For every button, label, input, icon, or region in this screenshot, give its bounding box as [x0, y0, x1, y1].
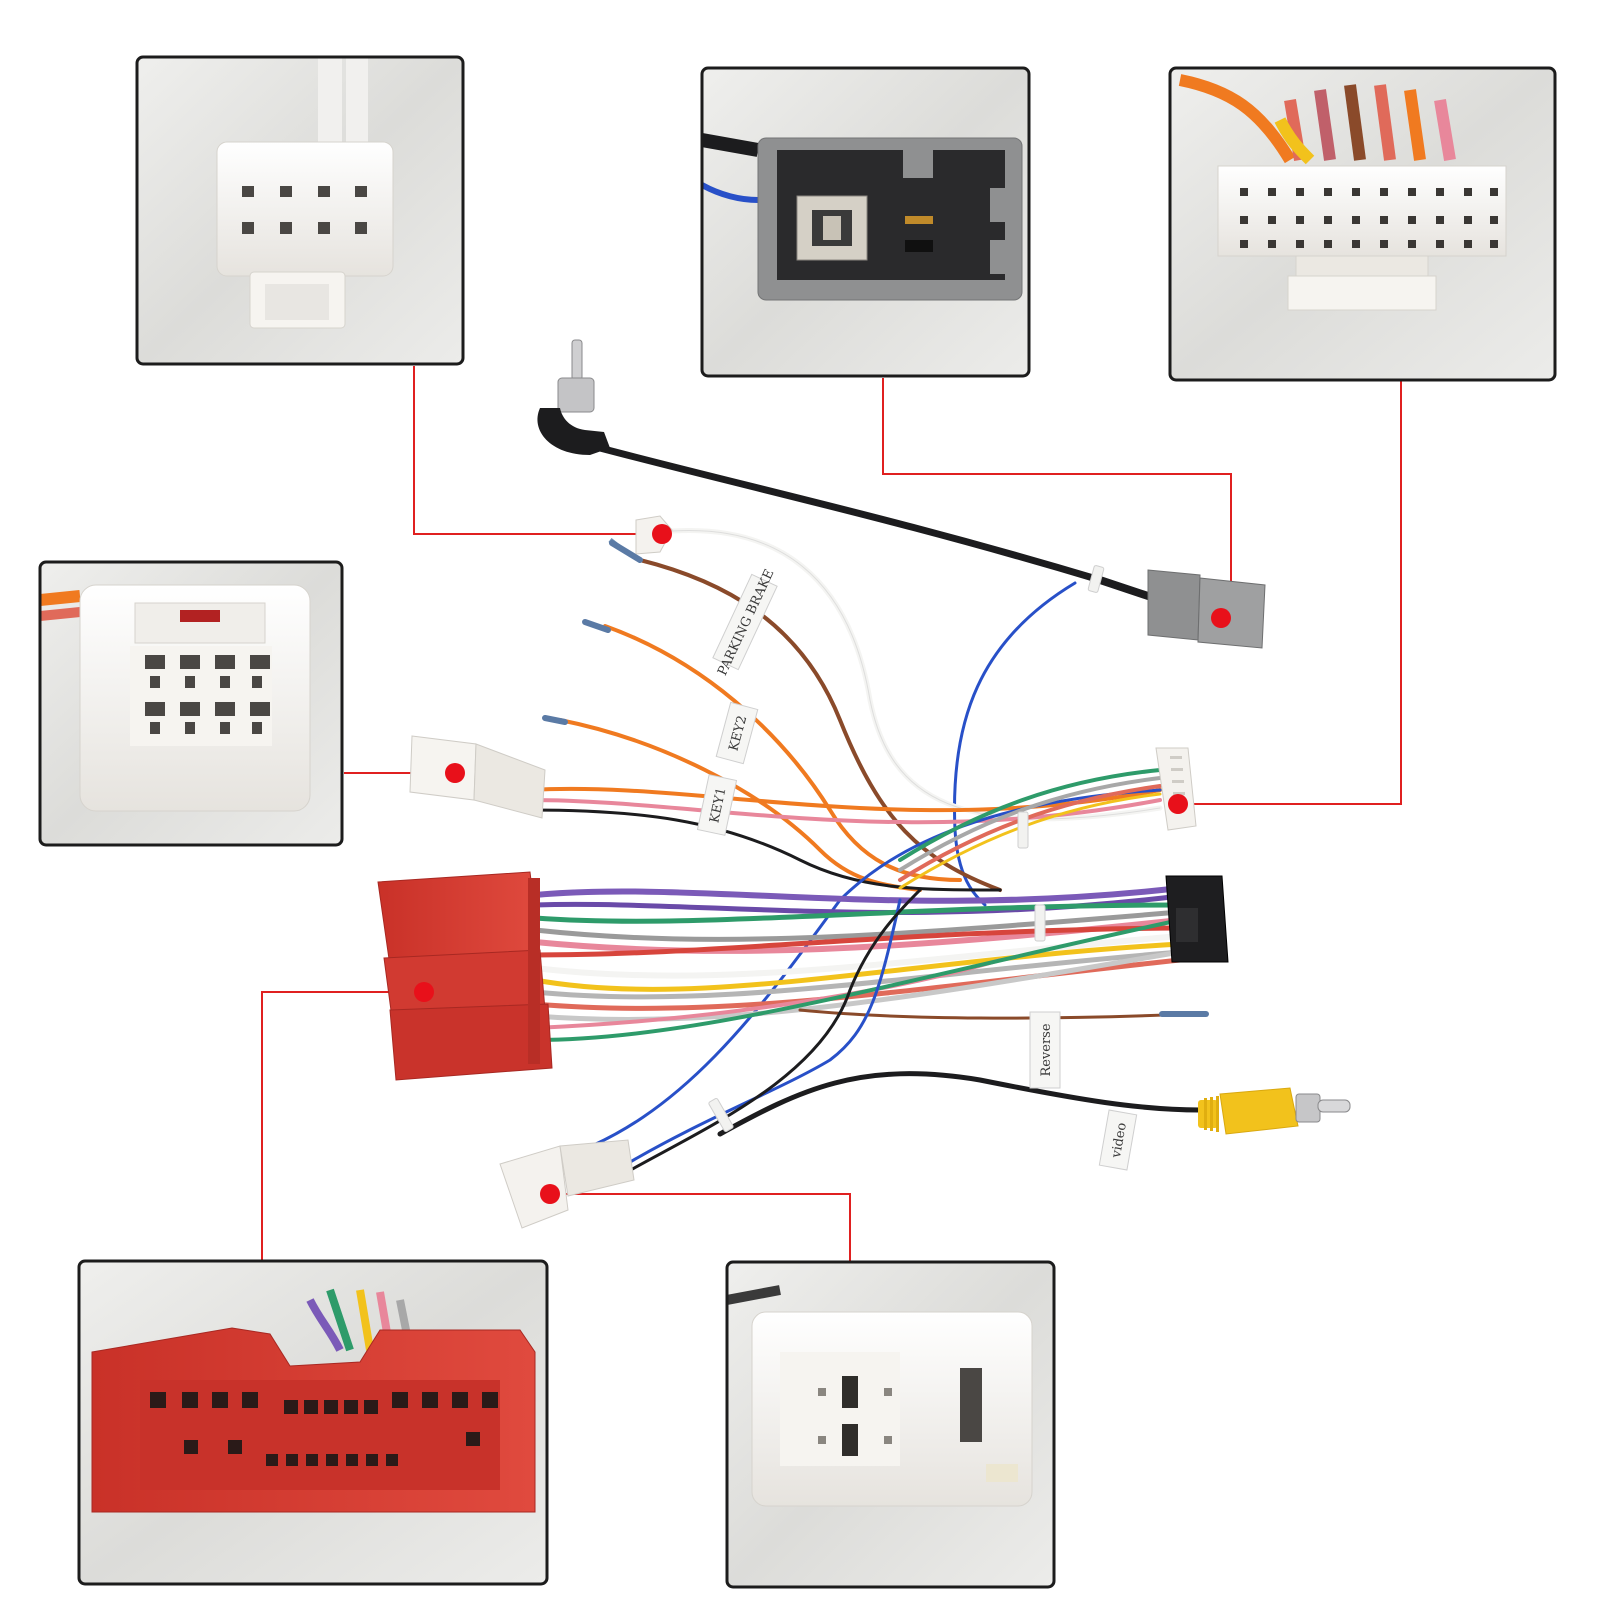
white-20-pin-connector-icon — [1217, 165, 1507, 311]
inset-12pin-white — [38, 560, 344, 847]
grey-antenna-connector — [1147, 569, 1266, 649]
inset-6pin-white — [725, 1260, 1056, 1589]
svg-text:Reverse: Reverse — [1039, 1023, 1054, 1076]
wire-bundle — [528, 444, 1203, 1178]
callout-dots — [414, 524, 1231, 1204]
white-20pin-plug — [1155, 747, 1197, 831]
callout-line-20pin — [1183, 380, 1402, 805]
callout-dot-red — [414, 982, 434, 1002]
callout-dot-20pin — [1168, 794, 1188, 814]
inset-red-main — [77, 1259, 549, 1586]
white-6pin-plug — [499, 1139, 635, 1229]
cable-ties — [708, 565, 1105, 1132]
rca-connector — [1198, 1087, 1351, 1135]
red-main-connector — [377, 871, 553, 1081]
white-6-pin-connector-icon — [751, 1311, 1033, 1507]
black-connector — [1165, 875, 1229, 963]
antenna-plug — [537, 339, 610, 455]
wire-label-key2: KEY2 — [715, 701, 759, 765]
callout-lines — [261, 366, 1402, 1262]
wire-label-reverse: Reverse — [1029, 1011, 1061, 1089]
wire-label-video: video — [1098, 1109, 1138, 1171]
svg-text:KEY1: KEY1 — [707, 786, 729, 824]
callout-line-red — [261, 991, 424, 1262]
wire-tips — [542, 540, 1209, 1017]
white-8-pin-connector-icon — [216, 141, 394, 329]
inset-20pin-white — [1168, 66, 1557, 382]
callout-line-6pin — [550, 1193, 851, 1262]
white-12-pin-connector-icon — [79, 584, 311, 812]
callout-line-8pin — [413, 366, 662, 535]
callout-line-grey — [882, 378, 1232, 618]
grey-2-pin-antenna-connector-icon — [757, 137, 1023, 301]
inset-grey-antenna — [700, 66, 1031, 378]
inset-8pin-white — [135, 55, 465, 366]
callout-dot-grey — [1211, 608, 1231, 628]
callout-dot-12pin — [445, 763, 465, 783]
red-main-harness-connector-icon — [91, 1327, 536, 1513]
callout-dot-6pin — [540, 1184, 560, 1204]
wire-label-key1: KEY1 — [696, 774, 738, 836]
svg-text:video: video — [1109, 1121, 1130, 1160]
callout-dot-8pin — [652, 524, 672, 544]
white-12pin-plug — [409, 735, 546, 819]
